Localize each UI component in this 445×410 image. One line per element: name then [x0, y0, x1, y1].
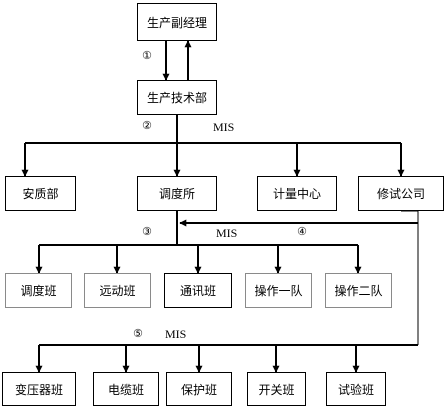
node-tech: 生产技术部 — [137, 80, 217, 115]
node-dlb: 电缆班 — [93, 372, 159, 406]
label-circle-1: ① — [142, 49, 152, 62]
node-kgb: 开关班 — [247, 372, 306, 406]
node-bhb: 保护班 — [166, 372, 232, 406]
node-anzhi: 安质部 — [5, 176, 76, 211]
node-vp: 生产副经理 — [137, 3, 217, 41]
node-ddb: 调度班 — [5, 273, 72, 308]
node-diaodu: 调度所 — [137, 176, 217, 211]
node-txb: 通讯班 — [164, 273, 232, 308]
node-czyd: 操作一队 — [245, 273, 312, 308]
node-byq: 变压器班 — [2, 372, 76, 406]
label-mis-1: MIS — [213, 120, 235, 134]
node-syb: 试验班 — [326, 372, 386, 406]
label-circle-5: ⑤ — [133, 327, 143, 340]
label-mis-3: MIS — [165, 327, 187, 341]
label-circle-2: ② — [142, 119, 152, 132]
label-mis-2: MIS — [216, 226, 238, 240]
node-jiliang: 计量中心 — [257, 176, 337, 211]
label-circle-4: ④ — [297, 225, 307, 238]
node-xiushi: 修试公司 — [358, 176, 444, 211]
node-ydb: 远动班 — [84, 273, 151, 308]
label-circle-3: ③ — [142, 225, 152, 238]
node-czed: 操作二队 — [325, 273, 392, 308]
